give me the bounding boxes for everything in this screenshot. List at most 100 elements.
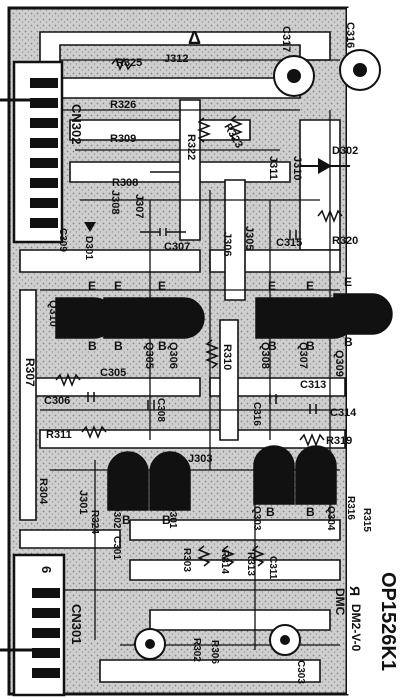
bottom-radial-parts: R302 R306 C303 [134, 624, 306, 684]
svg-text:C307: C307 [164, 241, 190, 253]
svg-text:Q308: Q308 [259, 342, 271, 369]
svg-text:E: E [268, 279, 276, 293]
svg-text:R310: R310 [221, 344, 233, 370]
svg-text:B: B [306, 505, 315, 519]
svg-text:E: E [158, 279, 166, 293]
svg-text:D301: D301 [83, 236, 94, 260]
resistor-r310: R310 [204, 339, 233, 370]
jumper-j301: J301 [77, 490, 89, 514]
svg-text:E: E [88, 279, 96, 293]
svg-text:B: B [344, 335, 353, 349]
capacitor-c316-top: C316 [339, 22, 381, 91]
jumper-j303: J303 [188, 453, 212, 465]
capacitor-c315: C315 [276, 230, 302, 249]
capacitor-c305: C305 [100, 367, 126, 379]
svg-text:R311: R311 [46, 429, 72, 441]
diode-d301: D301 [83, 222, 96, 260]
capacitor-c306: C306 [44, 392, 95, 407]
svg-text:C314: C314 [330, 407, 357, 419]
resistor-r311: R311 [46, 424, 107, 441]
svg-text:E: E [306, 445, 314, 459]
resistor-r307: R307 [23, 358, 81, 388]
resistor-r326: R326 [110, 99, 136, 111]
resistor-r308: R308 [112, 171, 180, 189]
svg-text:R325: R325 [116, 57, 142, 69]
svg-text:Q310: Q310 [47, 300, 59, 327]
svg-text:B: B [158, 339, 167, 353]
svg-text:R306: R306 [209, 640, 220, 664]
resistor-r309: R309 [110, 133, 136, 145]
cn302-label: CN302 [69, 104, 84, 144]
resistor-r319: R319 [299, 432, 352, 448]
board-marking: OP1526K1 Я DM2-V-0 DMC [333, 572, 399, 671]
svg-text:E: E [114, 279, 122, 293]
resistor-r314: R314 [219, 545, 236, 574]
capacitor-c317: C317 [273, 26, 315, 97]
svg-text:B: B [114, 339, 123, 353]
jumper-j310: J310 [291, 156, 303, 180]
svg-text:B: B [122, 513, 131, 527]
svg-text:E: E [122, 451, 130, 465]
cn301-pin-mark: 6 [39, 566, 54, 573]
capacitor-c308: C308 [147, 398, 166, 422]
svg-text:B: B [306, 339, 315, 353]
svg-text:C317: C317 [280, 26, 292, 52]
resistor-r316: R316 [345, 496, 356, 520]
jumper-j311: J311 [267, 156, 279, 180]
svg-text:R319: R319 [326, 435, 352, 447]
svg-text:R322: R322 [185, 134, 197, 160]
svg-text:B: B [162, 513, 171, 527]
svg-text:Q306: Q306 [167, 342, 179, 369]
svg-text:D302: D302 [332, 145, 358, 157]
capacitor-c311: C311 [267, 556, 278, 580]
part-number: OP1526K1 [377, 572, 399, 671]
svg-text:R313: R313 [245, 552, 256, 576]
svg-text:E: E [306, 279, 314, 293]
resistor-r325: R325 [111, 56, 142, 72]
resistor-r315: R315 [361, 508, 372, 532]
maker-mark: DMC [333, 588, 347, 616]
capacitor-c307: C307 [140, 228, 190, 253]
resistor-r304: R304 [37, 478, 49, 505]
transistor-q303: E B Q303 [251, 445, 295, 531]
resistor-r320: R320 [317, 208, 358, 247]
jumper-j307: J307 [133, 194, 145, 218]
svg-text:C308: C308 [155, 398, 166, 422]
resistor-r303: R303 [181, 545, 212, 572]
transistor-q302: E B Q302 [107, 451, 149, 529]
svg-text:E: E [344, 275, 352, 289]
resistor-r313: R313 [245, 545, 266, 576]
svg-text:R314: R314 [219, 550, 230, 574]
svg-text:B: B [268, 339, 277, 353]
svg-text:Q301: Q301 [167, 504, 178, 529]
capacitor-c309: C309 [57, 228, 68, 252]
svg-text:C316: C316 [344, 22, 356, 48]
jumper-j306: J306 [221, 232, 233, 256]
svg-text:R309: R309 [110, 133, 136, 145]
svg-text:Q302: Q302 [111, 504, 122, 529]
svg-text:R303: R303 [181, 548, 192, 572]
svg-text:C315: C315 [276, 237, 302, 249]
svg-text:Q307: Q307 [297, 342, 309, 369]
cert-code: DM2-V-0 [349, 604, 363, 652]
jumper-j312: J312 [164, 53, 188, 65]
svg-text:E: E [162, 451, 170, 465]
resistor-r322: R322 [185, 117, 212, 160]
svg-text:C309: C309 [57, 228, 68, 252]
svg-text:Q303: Q303 [251, 506, 262, 531]
trace-lines [40, 59, 340, 650]
svg-text:R326: R326 [110, 99, 136, 111]
svg-text:C306: C306 [44, 395, 70, 407]
transistor-q301: E B Q301 [149, 451, 191, 529]
svg-text:R302: R302 [191, 638, 202, 662]
cn302-pin-mark: 8 [41, 222, 53, 228]
svg-text:Q305: Q305 [143, 342, 155, 369]
svg-text:C316: C316 [251, 402, 262, 426]
cn301-label: CN301 [69, 604, 84, 644]
svg-text:B: B [88, 339, 97, 353]
svg-text:Q309: Q309 [333, 350, 345, 377]
capacitor-c313: C313 [300, 379, 326, 391]
diode-d302: D302 [300, 145, 358, 174]
